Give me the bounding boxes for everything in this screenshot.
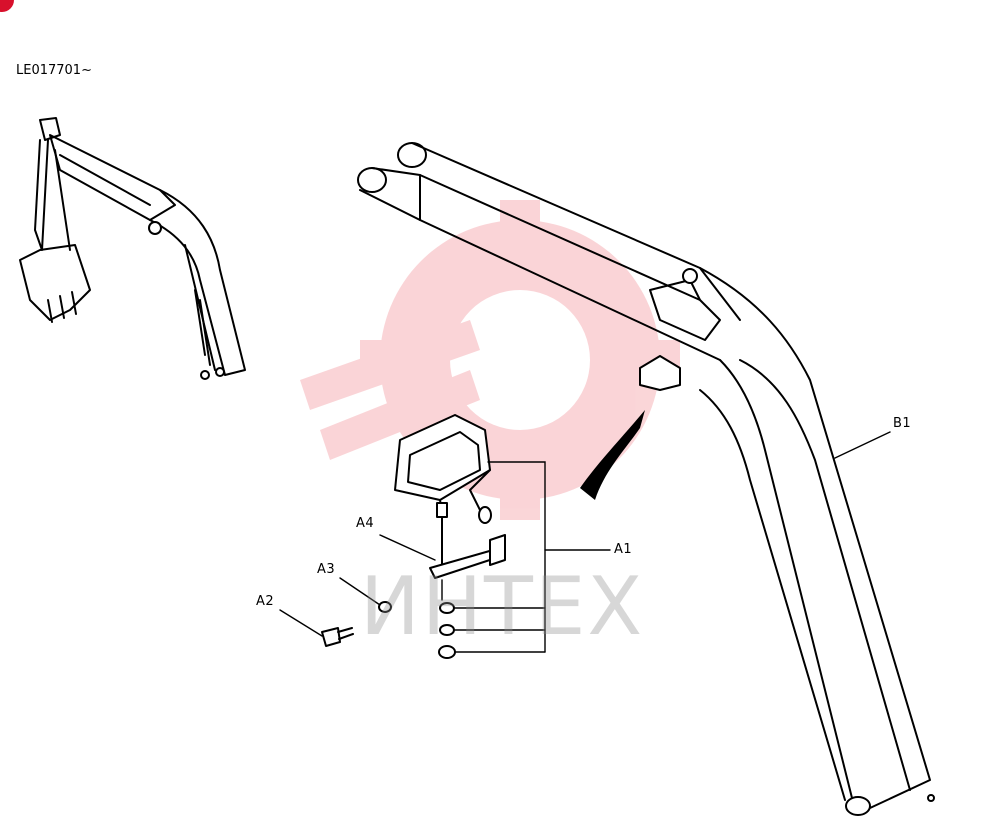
spring-washer-a3 <box>378 601 392 613</box>
callout-a3: A3 <box>317 562 336 577</box>
callout-a4: A4 <box>356 516 375 531</box>
bracket-a4 <box>429 534 506 579</box>
callout-a1: A1 <box>614 542 633 557</box>
watermark-text: ИНТЕХ <box>360 560 645 653</box>
serial-number-label: LE017701~ <box>16 63 92 78</box>
leader-lines <box>279 431 891 653</box>
callout-b1: B1 <box>893 416 912 431</box>
excavator-overview-sketch <box>19 117 246 380</box>
boom-assembly <box>357 142 935 816</box>
fastener-stack <box>438 579 456 659</box>
bolt-a2 <box>321 627 354 647</box>
watermark-gear-logo <box>300 200 680 520</box>
work-lamp <box>394 414 492 566</box>
callout-a2: A2 <box>256 594 275 609</box>
